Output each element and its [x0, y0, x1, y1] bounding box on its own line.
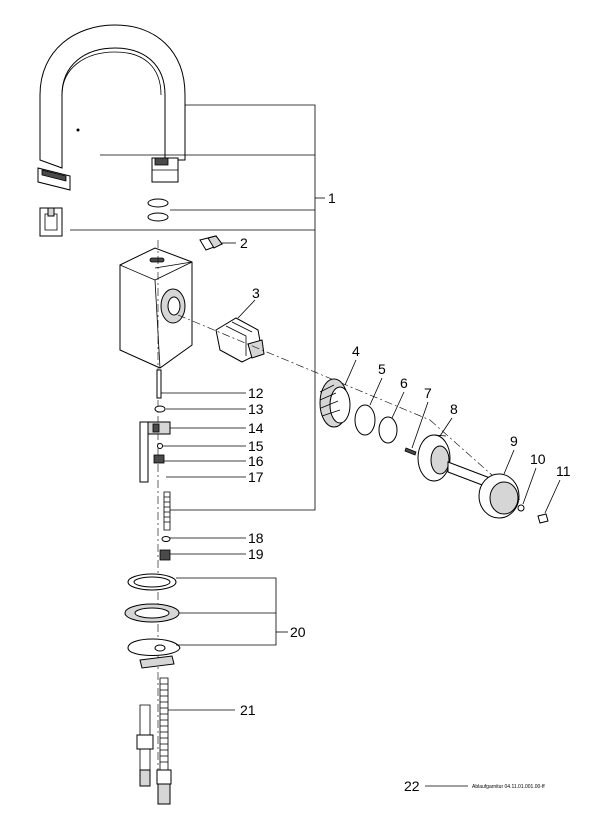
callout-22: 22 — [404, 778, 420, 794]
nut-11 — [537, 513, 549, 524]
handle-sleeve — [417, 434, 451, 482]
spout-outlet — [151, 157, 179, 183]
leader-10 — [522, 467, 537, 505]
leader-lines-1 — [70, 104, 325, 511]
callout-19: 19 — [248, 546, 264, 562]
leader-8 — [439, 417, 453, 437]
oring-5 — [354, 404, 376, 436]
assembly-axis-horizontal — [177, 314, 431, 421]
screw-cap-10 — [517, 504, 525, 512]
leader-3 — [237, 299, 256, 319]
leader-lines-20 — [176, 577, 288, 646]
supply-hoses-21 — [136, 677, 172, 805]
washer-18 — [161, 536, 171, 542]
leader-11 — [544, 479, 561, 514]
ball-15 — [157, 443, 163, 449]
callout-3: 3 — [252, 285, 260, 301]
valve-14 — [139, 421, 171, 483]
mounting-set-20 — [124, 573, 181, 669]
spout-oring-lower — [147, 212, 169, 222]
callout-2: 2 — [240, 235, 248, 251]
leader-lines-12-19 — [161, 392, 246, 555]
callout-8: 8 — [450, 401, 458, 417]
nut-19 — [159, 549, 171, 561]
part-2-cap — [199, 235, 223, 251]
callout-9: 9 — [510, 433, 518, 449]
callout-5: 5 — [378, 361, 386, 377]
callout-16: 16 — [248, 453, 264, 469]
callout-11: 11 — [556, 463, 571, 479]
callout-17: 17 — [248, 469, 264, 485]
handle-lever — [447, 461, 520, 519]
leader-7 — [411, 401, 429, 449]
callout-20: 20 — [290, 624, 306, 640]
callout-14: 14 — [248, 420, 264, 436]
cartridge — [215, 317, 265, 363]
callout-12: 12 — [248, 385, 264, 401]
callout-7: 7 — [424, 385, 432, 401]
callout-15: 15 — [248, 438, 264, 454]
leader-4 — [344, 359, 357, 386]
spout — [39, 24, 186, 169]
spout-oring-upper — [147, 198, 169, 208]
grub-screw-7 — [404, 447, 417, 456]
callout-6: 6 — [400, 375, 408, 391]
leader-9 — [503, 449, 515, 475]
mixer-body — [119, 247, 193, 369]
threaded-ring — [319, 378, 351, 428]
callout-18: 18 — [248, 530, 264, 546]
pin-12 — [156, 369, 162, 399]
key-tool — [39, 207, 63, 237]
aerator-insert — [37, 167, 71, 191]
leader-6 — [391, 391, 405, 419]
callout-10: 10 — [530, 451, 546, 467]
leader-5 — [369, 377, 383, 406]
spring-seat-16 — [153, 454, 165, 464]
oring-6 — [378, 416, 398, 444]
callout-21: 21 — [240, 702, 256, 718]
callout-13: 13 — [248, 401, 264, 417]
footnote-text: Ablaufgarnitur 04.11.01.001.00-ff — [472, 784, 545, 790]
washer-13 — [154, 405, 166, 413]
small-parts-stack — [139, 369, 171, 561]
callout-1: 1 — [328, 190, 336, 206]
spring-17 — [163, 491, 171, 531]
callout-4: 4 — [352, 343, 360, 359]
